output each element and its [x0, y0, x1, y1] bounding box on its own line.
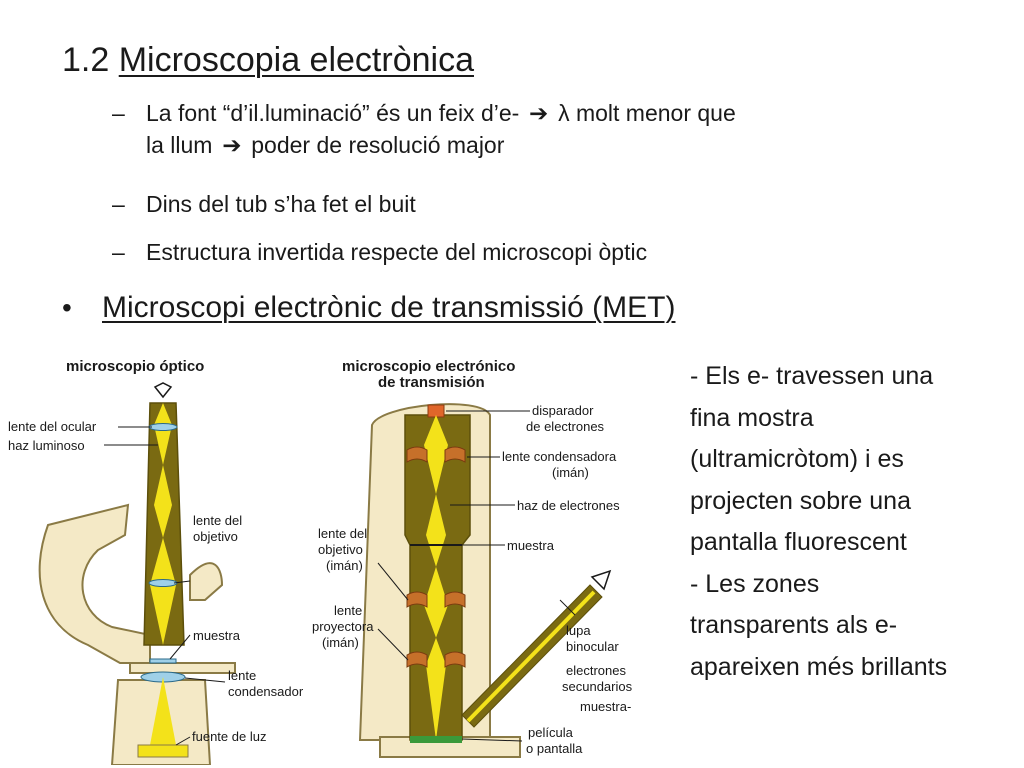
bullet-text: Microscopi electrònic de transmissió (ME… — [102, 291, 676, 324]
optical-leaders — [104, 426, 226, 746]
bullet-marker: • — [62, 292, 72, 323]
heading-number: 1.2 — [62, 41, 110, 79]
heading-title: Microscopia electrònica — [118, 41, 474, 79]
label-projector-magnet: proyectora — [312, 619, 374, 634]
label-condenser-magnet: (imán) — [552, 465, 589, 480]
label-objective-magnet: objetivo — [318, 542, 363, 557]
label-secondary-electrons: electrones — [566, 663, 626, 678]
label-ocular-lens: lente del ocular — [8, 419, 97, 434]
label-binocular: lupa — [566, 623, 591, 638]
label-projector-magnet: lente — [334, 603, 362, 618]
optical-title: microscopio óptico — [66, 358, 204, 375]
label-condenser: lente — [228, 668, 256, 683]
tem-title: microscopio electrónico — [342, 358, 515, 375]
side-note-line: pantalla fluorescent — [690, 528, 907, 556]
bullet-met: • Microscopi electrònic de transmissió (… — [62, 288, 675, 328]
magnet-lenses — [406, 446, 466, 668]
optical-stage — [129, 662, 236, 674]
subpoint-text: La font “d’il.luminació” és un feix d’e- — [146, 100, 520, 126]
label-electron-gun: de electrones — [526, 419, 605, 434]
sample-slide — [149, 658, 177, 664]
side-note-line: fina mostra — [690, 403, 814, 432]
label-objective-magnet: (imán) — [326, 558, 363, 573]
label-tem-sample: muestra — [507, 538, 555, 553]
dash-marker: – — [112, 191, 125, 217]
eye-icon — [590, 569, 612, 591]
label-objective-magnet: lente del — [318, 526, 367, 541]
dash-marker: – — [112, 100, 125, 126]
label-projector-magnet: (imán) — [322, 635, 359, 650]
label-screen: o pantalla — [526, 741, 583, 756]
subpoint-text: Estructura invertida respecte del micros… — [146, 239, 648, 265]
subpoint-text: la llum — [146, 132, 213, 158]
electron-beam — [424, 415, 448, 740]
subpoint-text: poder de resolució major — [251, 132, 505, 158]
microscope-figure: microscopio óptico — [0, 345, 672, 765]
label-electron-beam: haz de electrones — [517, 498, 620, 513]
fluorescent-screen — [410, 736, 462, 743]
subpoint-vacuum: – Dins del tub s’ha fet el buit — [112, 188, 982, 220]
label-objective-lens: objetivo — [193, 529, 238, 544]
side-note-line: projecten sobre una — [690, 486, 911, 515]
label-light-beam: haz luminoso — [8, 438, 85, 453]
label-electron-gun: disparador — [532, 403, 594, 418]
side-note-line: - Les zones — [690, 569, 820, 598]
ocular-lens — [148, 423, 178, 431]
side-note: - Els e- travessen una fina mostra (ultr… — [690, 356, 1020, 688]
label-screen: película — [528, 725, 574, 740]
label-binocular: binocular — [566, 639, 619, 654]
arrow-right-icon: ➔ — [222, 132, 242, 158]
electron-microscope: microscopio electrónico de transmisión — [312, 358, 633, 758]
dash-marker: – — [112, 239, 125, 265]
eye-icon — [153, 382, 173, 399]
side-note-line: - Els e- travessen una — [690, 362, 934, 390]
subpoint-illumination: – La font “d’il.luminació” és un feix d’… — [112, 97, 982, 161]
optical-arm — [38, 503, 151, 664]
light-source — [137, 744, 189, 758]
subpoint-text: Dins del tub s’ha fet el buit — [146, 191, 416, 217]
arrow-right-icon: ➔ — [529, 100, 549, 126]
optical-microscope: microscopio óptico — [8, 358, 304, 765]
microscope-diagram: microscopio óptico — [8, 358, 633, 765]
label-light-source: fuente de luz — [192, 729, 266, 744]
tem-leaders — [377, 410, 576, 742]
label-tem-sample-2: muestra- — [580, 699, 631, 714]
tem-title: de transmisión — [378, 374, 485, 391]
objective-lens — [148, 579, 178, 587]
side-note-line: transparents als e- — [690, 611, 898, 639]
slide-heading: 1.2 Microscopia electrònica — [62, 38, 474, 82]
label-condenser: condensador — [228, 684, 304, 699]
side-note-line: (ultramicròtom) i es — [690, 445, 904, 473]
label-objective-lens: lente del — [193, 513, 242, 528]
focus-knob — [189, 562, 224, 601]
subpoint-text: λ molt menor que — [558, 100, 736, 126]
light-cone — [150, 677, 176, 745]
label-secondary-electrons: secundarios — [562, 679, 633, 694]
side-note-line: apareixen més brillants — [690, 652, 948, 681]
label-sample: muestra — [193, 628, 241, 643]
subpoint-inverted: – Estructura invertida respecte del micr… — [112, 236, 982, 268]
label-condenser-magnet: lente condensadora — [502, 449, 617, 464]
